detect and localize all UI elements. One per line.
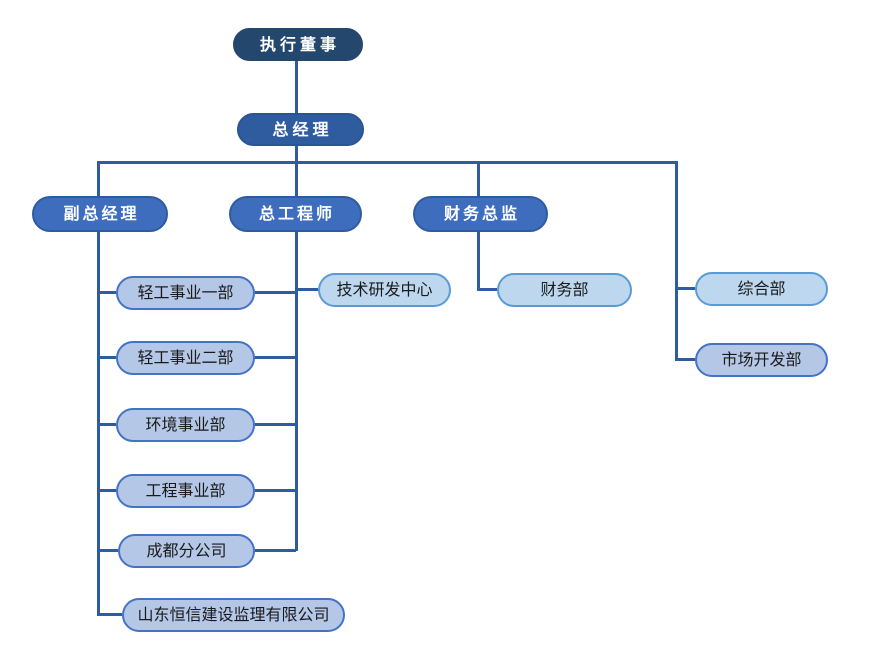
node-general-affairs-dept: 综合部 bbox=[695, 272, 828, 306]
connector-chengdu-left bbox=[97, 549, 118, 552]
connector-cfo-drop bbox=[477, 232, 480, 290]
connector-general-left bbox=[675, 287, 695, 290]
node-general-manager: 总经理 bbox=[237, 113, 364, 146]
connector-light1-right bbox=[255, 291, 296, 294]
connector-exec-gm bbox=[295, 61, 298, 113]
node-finance-dept: 财务部 bbox=[497, 273, 632, 307]
node-light-industry-div2: 轻工事业二部 bbox=[116, 341, 255, 375]
connector-right-spine bbox=[675, 161, 678, 360]
connector-finance-left bbox=[477, 288, 497, 291]
connector-market-left bbox=[675, 358, 695, 361]
node-light-industry-div1: 轻工事业一部 bbox=[116, 276, 255, 310]
connector-tech-left bbox=[295, 288, 318, 291]
connector-drop-chief-engineer bbox=[295, 161, 298, 196]
connector-chief-spine bbox=[295, 232, 298, 551]
node-environment-div: 环境事业部 bbox=[116, 408, 255, 442]
node-market-dev-dept: 市场开发部 bbox=[695, 343, 828, 377]
node-chief-engineer: 总工程师 bbox=[229, 196, 362, 232]
connector-eng-left bbox=[97, 489, 116, 492]
connector-env-left bbox=[97, 423, 116, 426]
connector-env-right bbox=[255, 423, 296, 426]
node-finance-director: 财务总监 bbox=[413, 196, 548, 232]
connector-chengdu-right bbox=[255, 549, 296, 552]
node-shandong-hengxin-supervision: 山东恒信建设监理有限公司 bbox=[122, 598, 345, 632]
connector-main-horizontal bbox=[97, 161, 678, 164]
node-deputy-general-manager: 副总经理 bbox=[32, 196, 168, 232]
node-chengdu-branch: 成都分公司 bbox=[118, 534, 255, 568]
connector-light1-left bbox=[97, 291, 116, 294]
connector-drop-finance-director bbox=[477, 161, 480, 196]
connector-shandong-left bbox=[97, 613, 122, 616]
connector-light2-left bbox=[97, 356, 116, 359]
node-engineering-div: 工程事业部 bbox=[116, 474, 255, 508]
connector-light2-right bbox=[255, 356, 296, 359]
node-executive-director: 执行董事 bbox=[233, 28, 363, 61]
connector-eng-right bbox=[255, 489, 296, 492]
node-tech-rd-center: 技术研发中心 bbox=[318, 273, 451, 307]
connector-drop-deputy-gm bbox=[97, 161, 100, 196]
connector-gm-trunk bbox=[295, 146, 298, 162]
